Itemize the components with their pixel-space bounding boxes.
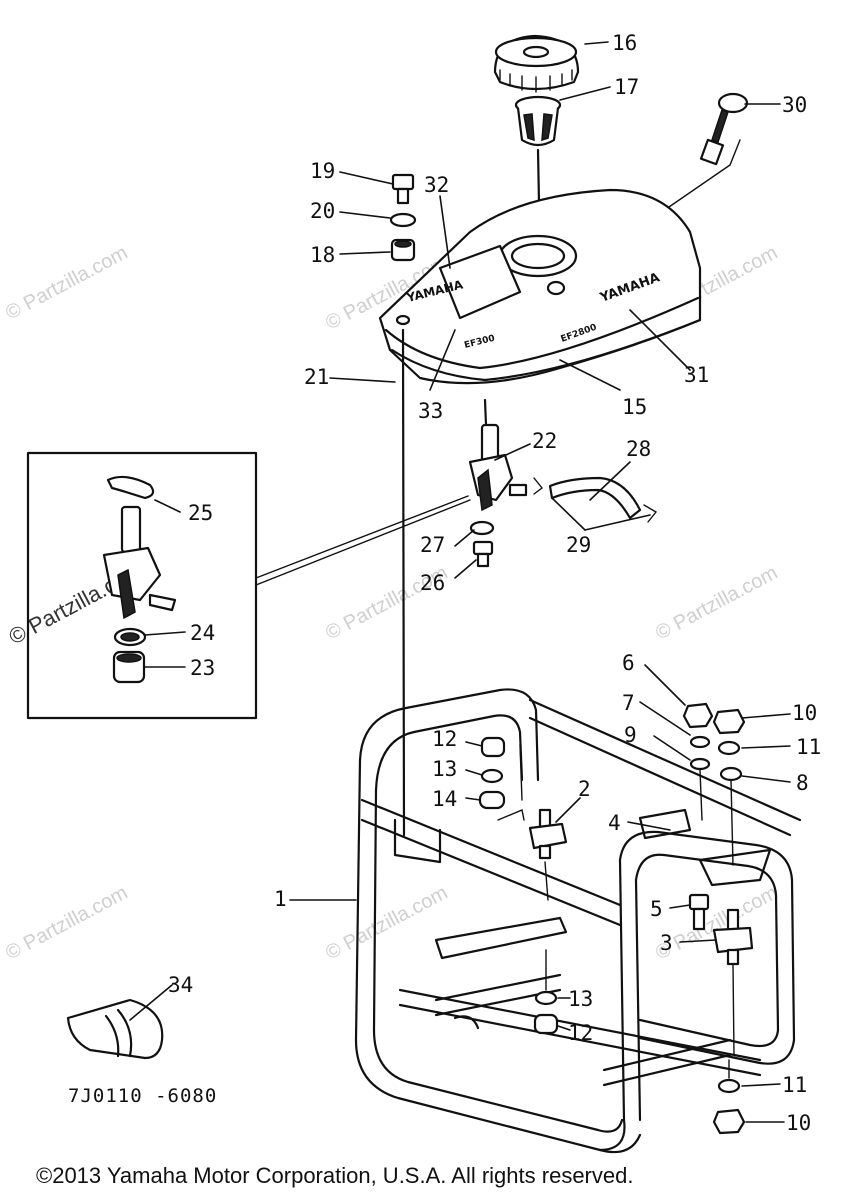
copyright-notice: ©2013 Yamaha Motor Corporation, U.S.A. A… — [36, 1163, 633, 1188]
callout-5: 5 — [650, 897, 663, 921]
callout-19: 19 — [310, 159, 335, 183]
callout-18: 18 — [310, 243, 335, 267]
mount-rubber-set-lower — [533, 949, 559, 1035]
callout-30: 30 — [782, 93, 807, 117]
washer-27 — [469, 520, 495, 536]
callout-11-top: 11 — [796, 735, 821, 759]
drain-bolt-26 — [472, 540, 494, 568]
callout-9: 9 — [624, 723, 637, 747]
fuel-gauge — [559, 92, 749, 283]
callout-32: 32 — [424, 173, 449, 197]
fuel-cock-detail-inset — [26, 451, 471, 720]
callout-7: 7 — [622, 691, 635, 715]
leader-lines — [129, 41, 791, 1123]
watermark: © Partzilla.com — [2, 242, 131, 325]
fuel-strainer — [514, 95, 562, 258]
fuel-cap — [493, 34, 580, 93]
bolt-19 — [391, 173, 415, 205]
callout-14: 14 — [432, 787, 457, 811]
watermark: © Partzilla.com — [322, 882, 451, 965]
callout-15: 15 — [622, 395, 647, 419]
callout-10-lower: 10 — [786, 1111, 811, 1135]
bolt-5 — [688, 893, 710, 931]
callout-4: 4 — [608, 811, 621, 835]
callout-29: 29 — [566, 533, 591, 557]
callout-2: 2 — [578, 777, 591, 801]
callout-31: 31 — [684, 363, 709, 387]
fuel-tank: YAMAHA EF300 YAMAHA EF2800 — [378, 188, 702, 385]
fastener-set-bottom — [712, 1059, 746, 1135]
callout-22: 22 — [532, 429, 557, 453]
watermark: © Partzilla.com — [2, 882, 131, 965]
callout-20: 20 — [310, 199, 335, 223]
fuel-hose — [533, 476, 658, 523]
callout-8: 8 — [796, 771, 809, 795]
washer-20 — [389, 212, 417, 228]
callout-10-top: 10 — [792, 701, 817, 725]
diagram-part-code: 7J0110 -6080 — [68, 1085, 217, 1107]
generator-frame — [354, 688, 802, 1154]
callout-33: 33 — [418, 399, 443, 423]
collar-18 — [390, 238, 416, 262]
callout-26: 26 — [420, 571, 445, 595]
gasket-25 — [106, 475, 155, 500]
callout-25: 25 — [188, 501, 213, 525]
mount-rubber-set-left — [478, 736, 525, 821]
callout-28: 28 — [626, 437, 651, 461]
rubber-mount-2 — [528, 808, 568, 901]
rubber-mount-3 — [712, 908, 754, 1056]
callout-3: 3 — [660, 931, 673, 955]
callout-11-lower: 11 — [782, 1073, 807, 1097]
callout-12-top: 12 — [432, 727, 457, 751]
callout-21: 21 — [304, 365, 329, 389]
callout-16: 16 — [612, 31, 637, 55]
callout-12-lower: 12 — [568, 1021, 593, 1045]
callout-34: 34 — [168, 973, 193, 997]
callout-13-lower: 13 — [568, 987, 593, 1011]
callout-1: 1 — [274, 887, 287, 911]
callout-6: 6 — [622, 651, 635, 675]
callout-27: 27 — [420, 533, 445, 557]
fastener-set-right — [682, 702, 746, 866]
callout-13-top: 13 — [432, 757, 457, 781]
callout-23: 23 — [190, 656, 215, 680]
callout-24: 24 — [190, 621, 215, 645]
watermark: © Partzilla.com — [652, 562, 781, 645]
callout-17: 17 — [614, 75, 639, 99]
fuel-cock — [468, 398, 528, 512]
tool-bag-34 — [66, 998, 164, 1060]
callout-labels: 16 17 30 19 32 20 18 21 33 15 31 22 28 2… — [168, 31, 821, 1135]
